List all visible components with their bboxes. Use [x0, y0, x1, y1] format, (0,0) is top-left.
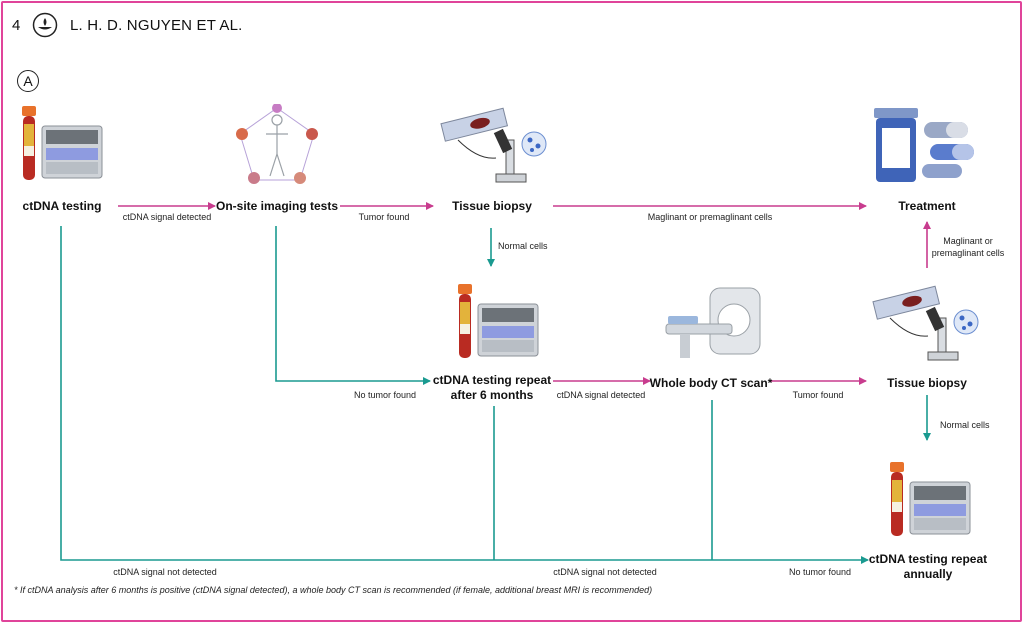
panel-label: A: [17, 70, 39, 92]
capsules-icon: [922, 122, 974, 178]
edge-label-malignant-2-line1: Maglinant or: [943, 236, 993, 246]
edge-label-malignant-1: Maglinant or premaglinant cells: [647, 212, 773, 222]
edge-label-ctdna-signal-detected-2: ctDNA signal detected: [556, 390, 646, 400]
edge-label-tumor-found-1: Tumor found: [358, 212, 410, 222]
journal-logo-icon: [32, 12, 58, 38]
blood-tube-icon: [22, 106, 36, 180]
edge-label-tumor-found-2: Tumor found: [792, 390, 844, 400]
node-whole-body-ct: Whole body CT scan*: [649, 376, 773, 390]
blood-tube-icon: [890, 462, 904, 536]
ct-scanner-icon: [665, 287, 761, 358]
edge-label-ctdna-not-detected-1: ctDNA signal not detected: [113, 567, 217, 577]
treatment-illustration: [874, 108, 974, 182]
edge-label-no-tumor-found-1: No tumor found: [353, 390, 417, 400]
node-ctdna-repeat-annual-line1: ctDNA testing repeat: [868, 552, 988, 566]
human-organs-icon: [236, 104, 318, 184]
node-ctdna-testing: ctDNA testing: [22, 199, 102, 213]
sequencer-icon: [477, 303, 539, 357]
footnote: * If ctDNA analysis after 6 months is po…: [14, 585, 653, 595]
sequencer-icon: [909, 481, 971, 535]
microscope-slide-icon: [440, 107, 547, 183]
header-authors: L. H. D. NGUYEN ET AL.: [70, 17, 243, 34]
sequencer-icon: [41, 125, 103, 179]
node-tissue-biopsy-1: Tissue biopsy: [452, 199, 532, 213]
blood-tube-icon: [458, 284, 472, 358]
page-number: 4: [12, 17, 21, 34]
ctdna-testing-illustration: [22, 106, 103, 180]
node-ctdna-repeat-6m: ctDNA testing repeat after 6 months: [428, 373, 556, 403]
edge-label-no-tumor-found-2: No tumor found: [788, 567, 852, 577]
node-ctdna-repeat-6m-line1: ctDNA testing repeat: [432, 373, 552, 387]
pill-bottle-icon: [874, 108, 918, 182]
node-treatment: Treatment: [898, 199, 956, 213]
edge-label-ctdna-not-detected-2: ctDNA signal not detected: [553, 567, 657, 577]
edge-label-ctdna-signal-detected-1: ctDNA signal detected: [122, 212, 212, 222]
edge-label-normal-cells-1: Normal cells: [498, 241, 548, 251]
ctdna-repeat-6m-illustration: [458, 284, 539, 358]
edge-label-malignant-2: Maglinant or premaglinant cells: [928, 235, 1008, 259]
microscope-slide-icon-2: [872, 285, 979, 361]
node-ctdna-repeat-annual: ctDNA testing repeat annually: [864, 552, 992, 582]
node-ctdna-repeat-6m-line2: after 6 months: [450, 388, 534, 402]
edge-label-malignant-2-line2: premaglinant cells: [931, 248, 1005, 258]
ctdna-repeat-annual-illustration: [890, 462, 971, 536]
node-onsite-imaging: On-site imaging tests: [215, 199, 339, 213]
node-tissue-biopsy-2: Tissue biopsy: [887, 376, 967, 390]
edge-label-normal-cells-2: Normal cells: [940, 420, 990, 430]
arrow-ctdna-not-detected: [60, 226, 869, 564]
node-ctdna-repeat-annual-line2: annually: [903, 567, 953, 581]
arrow-imaging-no-tumor: [275, 226, 431, 385]
